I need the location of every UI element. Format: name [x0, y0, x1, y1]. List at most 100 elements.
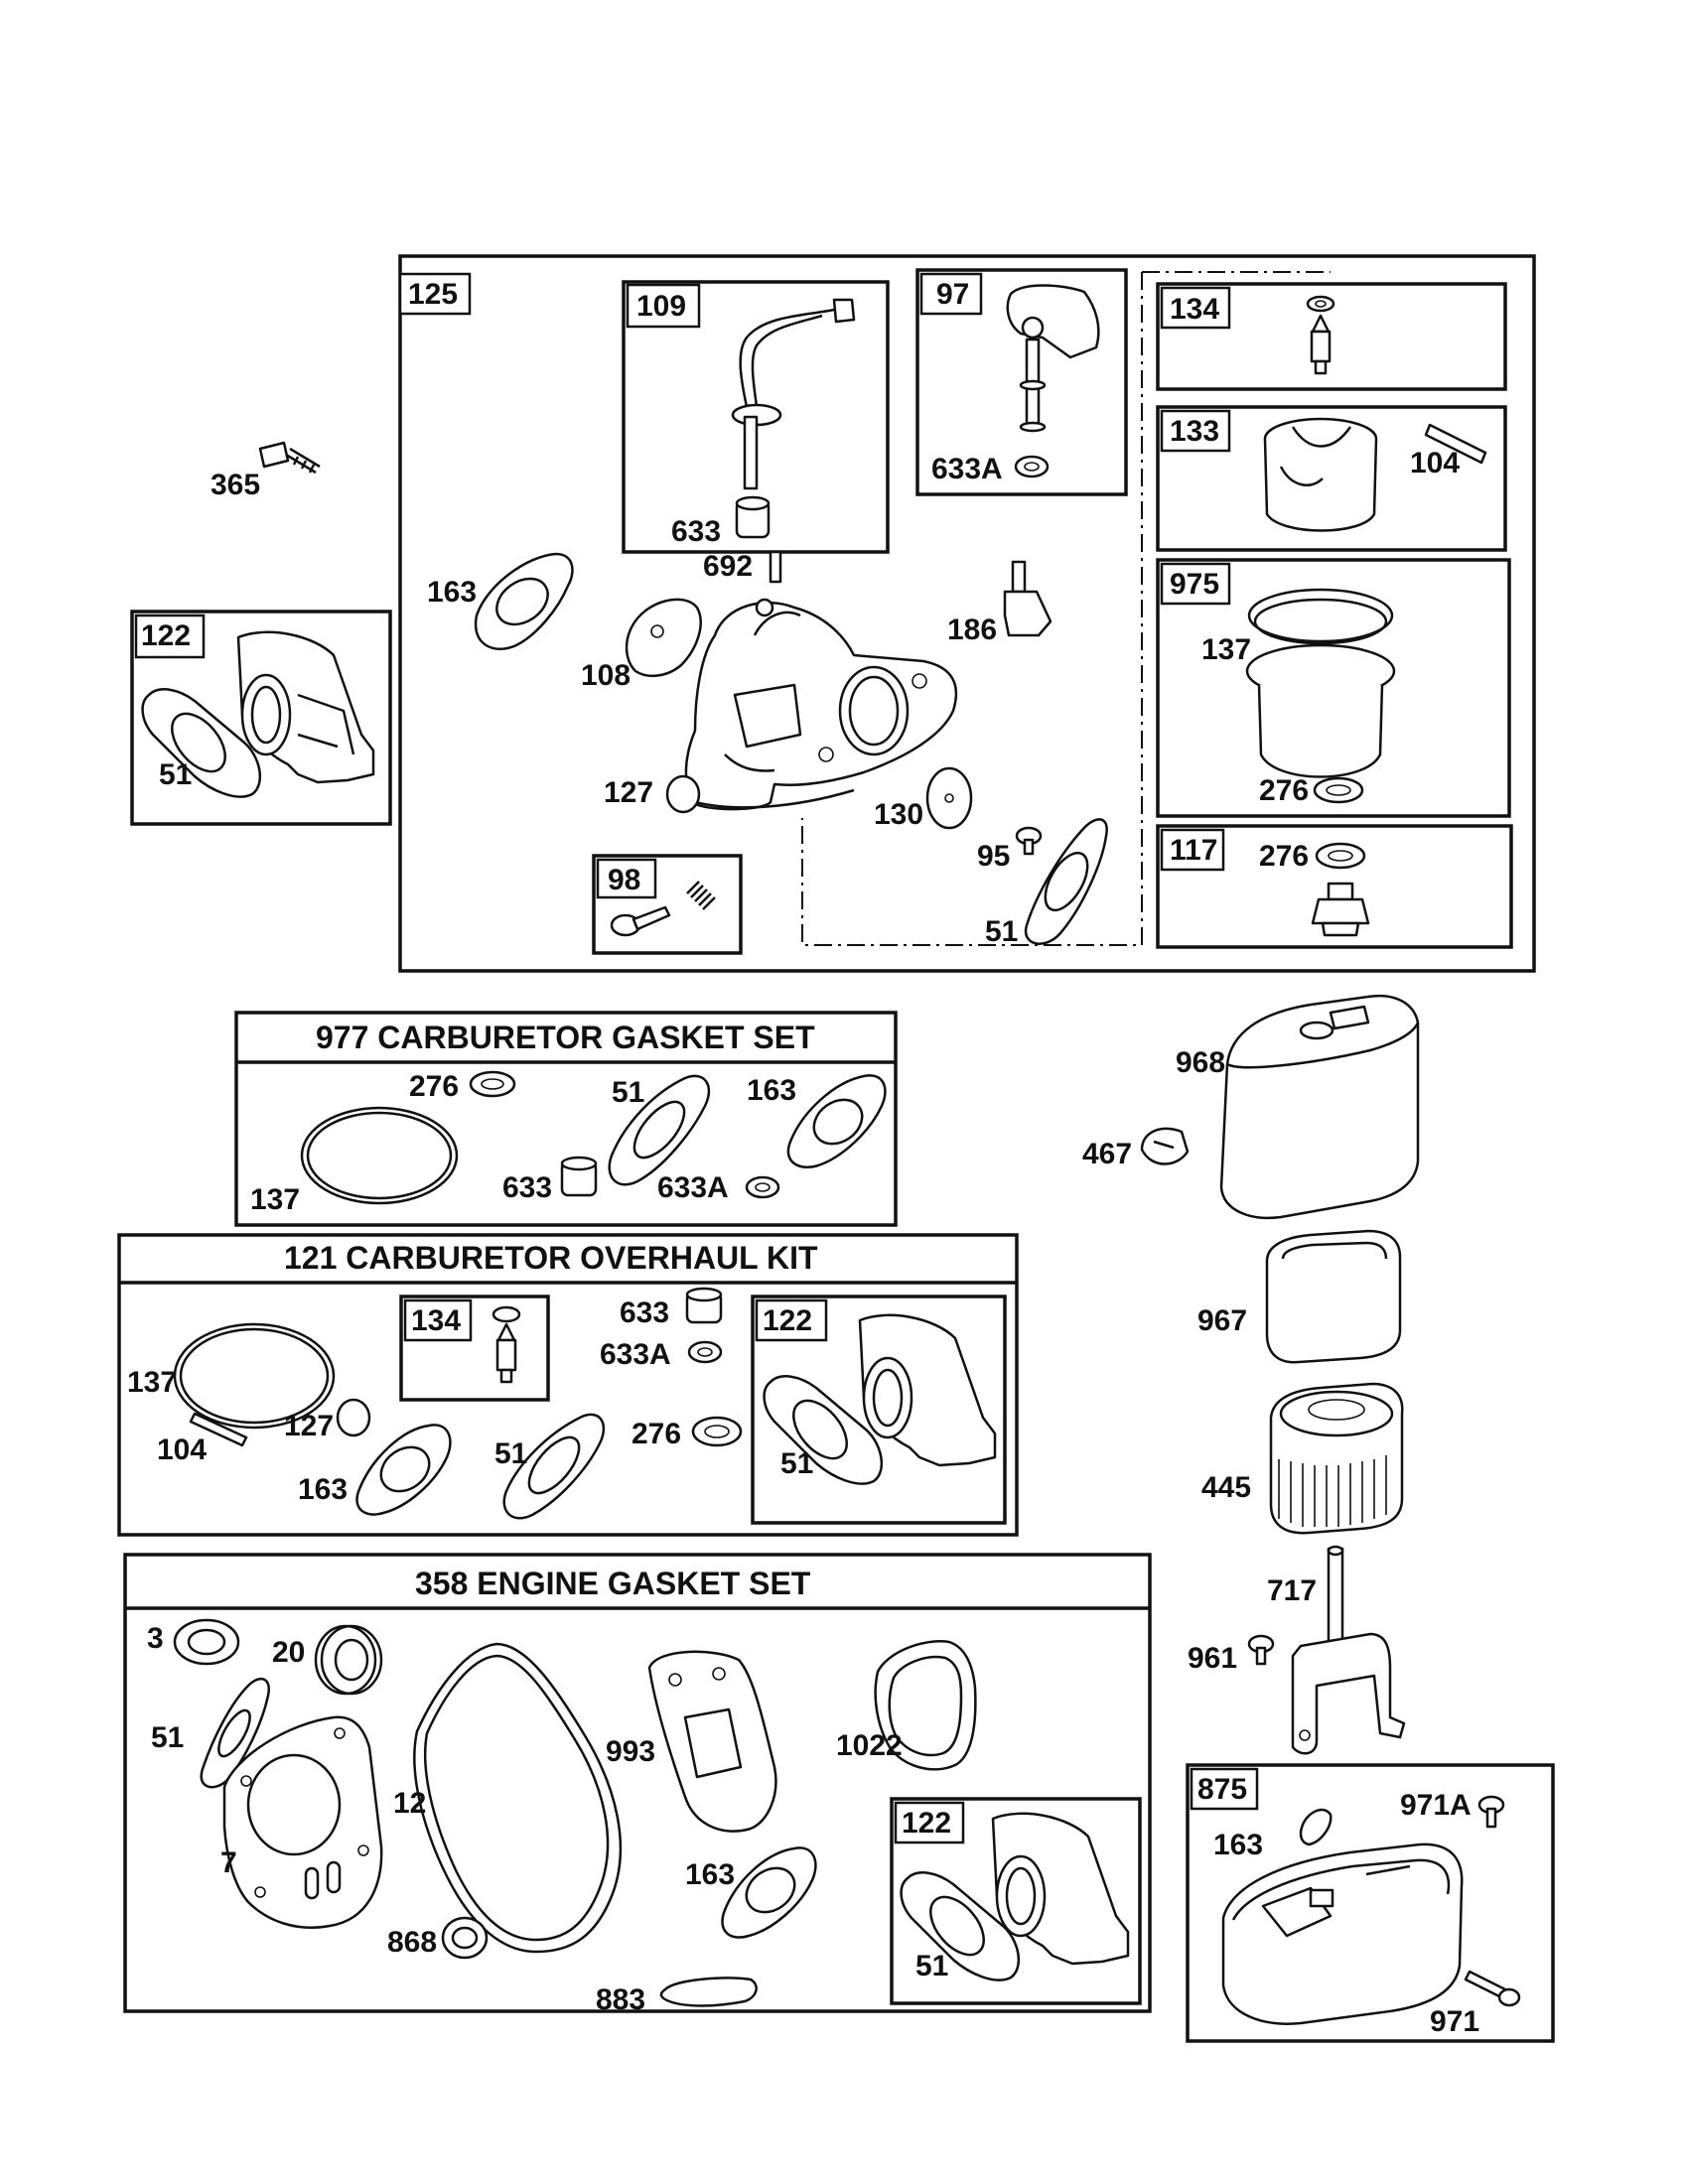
label-k276: 276 [632, 1418, 681, 1450]
label-117: 117 [1170, 834, 1217, 867]
intake-manifold-122-engine [900, 1812, 1130, 1981]
label-k137: 137 [127, 1366, 177, 1399]
label-k51b: 51 [780, 1447, 813, 1480]
carburetor-assembly-group: 125 109 633 97 633A [398, 254, 1536, 973]
label-g633: 633 [502, 1171, 552, 1204]
carburetor-gasket-set: 977 CARBURETOR GASKET SET 137 276 51 163… [234, 1011, 898, 1227]
gasket-51-kit [502, 1413, 606, 1520]
bowl-nut-117 [1311, 842, 1370, 937]
air-cleaner-base-875 [1221, 1808, 1464, 2025]
o-ring-137-kit [173, 1322, 336, 1430]
pin-104-kit [189, 1412, 248, 1447]
head-gasket-7 [222, 1715, 383, 1929]
plug-127-kit [336, 1398, 371, 1437]
needle-valve-134-kit [491, 1305, 521, 1384]
label-a961: 961 [1188, 1642, 1237, 1675]
fuel-fitting-186 [1003, 560, 1052, 637]
intake-manifold-122-kit [763, 1313, 997, 1485]
gasket-993 [647, 1650, 777, 1833]
label-a971: 971 [1430, 2005, 1479, 2038]
label-k104: 104 [157, 1433, 207, 1466]
label-51b: 51 [159, 758, 192, 791]
label-g276: 276 [409, 1070, 459, 1103]
label-633a: 633A [931, 453, 1003, 485]
washer-276-kit [691, 1416, 743, 1447]
bolt-365 [258, 441, 321, 475]
label-k122: 122 [763, 1304, 812, 1337]
label-133: 133 [1170, 415, 1219, 448]
label-e12: 12 [393, 1787, 426, 1820]
label-108: 108 [581, 659, 631, 692]
screw-961 [1247, 1634, 1275, 1666]
label-k51: 51 [494, 1437, 527, 1470]
label-g51: 51 [612, 1076, 644, 1109]
crankcase-gasket-12 [413, 1642, 623, 1954]
label-692: 692 [703, 550, 753, 583]
label-125: 125 [408, 278, 458, 311]
label-g163: 163 [747, 1074, 796, 1107]
gasket-51-set [608, 1074, 711, 1186]
label-633: 633 [671, 515, 721, 548]
label-e1022: 1022 [836, 1729, 903, 1762]
label-e3: 3 [147, 1622, 164, 1655]
gasket-883 [659, 1977, 758, 2007]
seal-20 [314, 1624, 383, 1696]
o-ring-137 [300, 1106, 459, 1205]
idle-screw-98 [610, 881, 716, 937]
label-a968: 968 [1176, 1046, 1225, 1079]
label-k127: 127 [284, 1410, 334, 1442]
knob-467 [1140, 1127, 1190, 1165]
label-e163: 163 [685, 1858, 735, 1891]
label-k163: 163 [298, 1473, 348, 1506]
label-127: 127 [604, 776, 653, 809]
intake-manifold-122-group: 122 51 [130, 610, 392, 826]
gasket-51 [1024, 818, 1108, 945]
seal-868 [441, 1916, 489, 1960]
label-51: 51 [985, 915, 1018, 948]
label-a467: 467 [1082, 1138, 1132, 1170]
label-k633: 633 [620, 1297, 669, 1329]
gasket-163-set [786, 1074, 887, 1168]
engine-gasket-set: 358 ENGINE GASKET SET 3 20 51 7 12 99 [123, 1553, 1152, 2016]
gasket-51-engine [200, 1677, 271, 1789]
label-e993: 993 [606, 1735, 655, 1768]
label-163: 163 [427, 576, 477, 609]
label-a445: 445 [1201, 1471, 1251, 1504]
label-365: 365 [210, 469, 260, 501]
gasket-1022 [874, 1640, 977, 1771]
spring-692 [769, 550, 782, 584]
label-e7: 7 [220, 1846, 237, 1879]
label-a967: 967 [1197, 1304, 1247, 1337]
bushing-633-set [560, 1156, 598, 1197]
washer-633a-kit [687, 1340, 723, 1364]
solenoid-109 [731, 298, 856, 539]
air-cleaner-group: 968 467 967 445 717 961 [1082, 994, 1555, 2043]
label-104: 104 [1410, 447, 1460, 479]
plug-127 [665, 774, 701, 814]
label-134: 134 [1170, 293, 1219, 326]
gasket-163 [474, 552, 574, 650]
screw-95 [1015, 826, 1043, 856]
label-a875: 875 [1197, 1773, 1247, 1806]
label-k134: 134 [411, 1304, 461, 1337]
label-276: 276 [1259, 774, 1309, 807]
engine-gasket-title: 358 ENGINE GASKET SET [415, 1566, 811, 1601]
label-a971a: 971A [1400, 1789, 1472, 1822]
throttle-shaft-97 [1006, 284, 1100, 478]
label-g137: 137 [250, 1183, 300, 1216]
label-97: 97 [936, 278, 969, 311]
label-130: 130 [874, 798, 923, 831]
gasket-163-engine [721, 1846, 817, 1939]
label-a717: 717 [1267, 1574, 1317, 1607]
air-filter-445 [1269, 1382, 1404, 1535]
gasket-set-title: 977 CARBURETOR GASKET SET [316, 1020, 815, 1055]
float-133 [1263, 417, 1487, 532]
bushing-633-kit [685, 1287, 723, 1324]
label-k633a: 633A [600, 1338, 671, 1371]
label-186: 186 [947, 614, 997, 646]
label-122: 122 [141, 619, 191, 652]
carburetor-overhaul-kit: 121 CARBURETOR OVERHAUL KIT 137 104 134 … [117, 1233, 1019, 1537]
label-e51: 51 [151, 1721, 184, 1754]
pre-cleaner-967 [1265, 1229, 1402, 1364]
